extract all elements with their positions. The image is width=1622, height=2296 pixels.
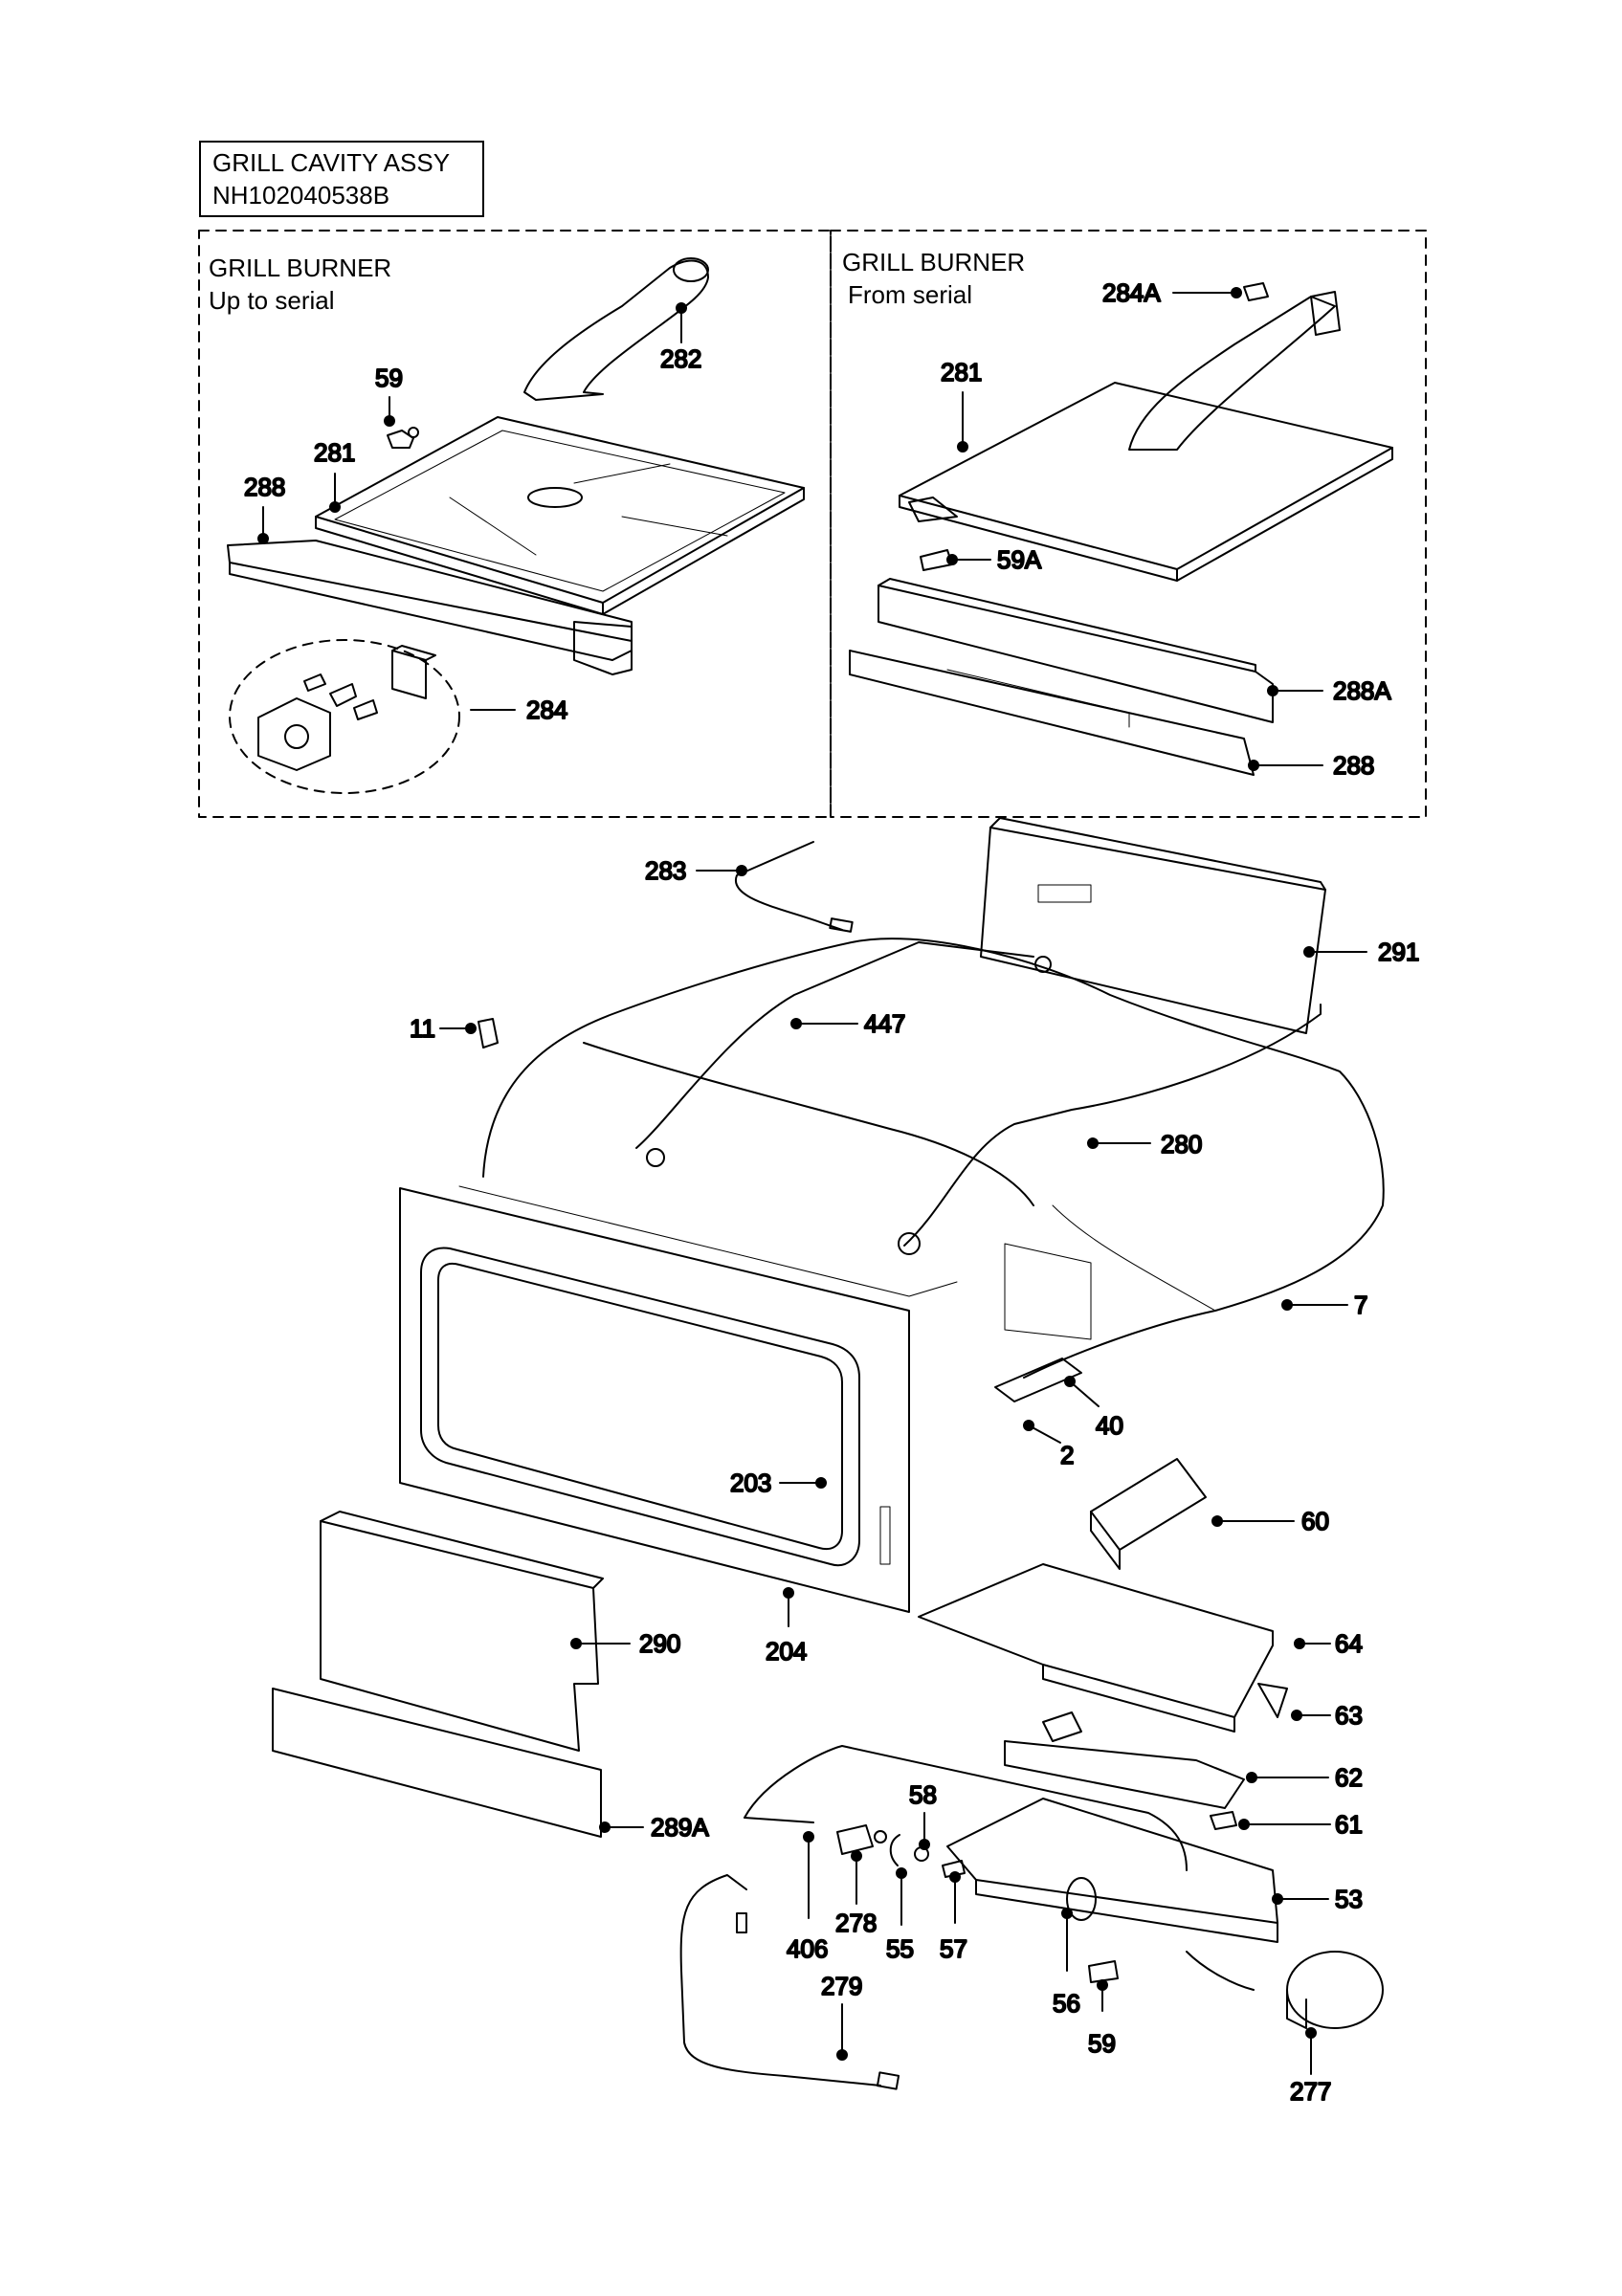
- gas-pipe-406: [744, 1745, 1188, 1871]
- callout-291: 291: [1378, 938, 1419, 966]
- right-burner-plate: [899, 291, 1393, 582]
- callout-7: 7: [1354, 1291, 1367, 1319]
- ignition-lead-279: [679, 1874, 900, 2090]
- left-panel-title: GRILL BURNER: [209, 254, 392, 282]
- left-panel-subtitle: Up to serial: [209, 286, 335, 315]
- callout-281-left: 281: [314, 438, 355, 467]
- callout-288-left: 288: [244, 473, 285, 501]
- callout-282: 282: [660, 344, 701, 373]
- right-burner-rail-a: [878, 578, 1274, 723]
- side-bracket-40: [994, 1358, 1082, 1402]
- callout-288A: 288A: [1333, 676, 1391, 705]
- variant-panels: [198, 230, 1427, 818]
- clip-63: [1257, 1683, 1288, 1718]
- callout-278: 278: [835, 1909, 877, 1937]
- bracket-59-bottom: [1088, 1960, 1119, 1983]
- callout-283: 283: [645, 856, 686, 885]
- callout-55: 55: [886, 1934, 914, 1963]
- burner-base-62: [1004, 1711, 1245, 1809]
- callout-59-top: 59: [375, 364, 403, 392]
- assembly-code: NH102040538B: [212, 181, 390, 210]
- front-panel-289A: [272, 1688, 602, 1838]
- callout-406: 406: [787, 1934, 828, 1963]
- front-pipe-280: [898, 1004, 1322, 1255]
- right-variant-box: [830, 230, 1427, 818]
- left-burner-rail: [227, 540, 633, 675]
- left-igniter-bracket: [387, 427, 419, 449]
- left-igniter-detail: [229, 639, 460, 794]
- left-burner-plate: [315, 416, 805, 615]
- clip-11: [478, 1018, 499, 1049]
- callout-281-right: 281: [941, 358, 982, 386]
- callout-40: 40: [1096, 1411, 1123, 1440]
- cavity-rear-panel: [980, 817, 1326, 1034]
- callout-290: 290: [639, 1629, 680, 1658]
- callout-56: 56: [1053, 1989, 1080, 2018]
- cavity-front-frame: [399, 1185, 958, 1613]
- screw-57: [942, 1860, 966, 1878]
- callout-277: 277: [1290, 2077, 1331, 2106]
- front-panel-290: [320, 1511, 604, 1752]
- callout-289A: 289A: [651, 1813, 709, 1842]
- callout-60: 60: [1301, 1507, 1329, 1535]
- callout-280: 280: [1161, 1130, 1202, 1159]
- assembly-title: GRILL CAVITY ASSY: [212, 148, 451, 177]
- callout-11: 11: [410, 1014, 435, 1043]
- callout-58: 58: [909, 1780, 937, 1809]
- right-panel-heading: GRILL BURNER From serial: [842, 246, 1025, 311]
- callout-447: 447: [864, 1009, 905, 1038]
- left-burner-tube: [523, 257, 709, 401]
- callout-284A: 284A: [1102, 278, 1161, 307]
- left-panel-heading: GRILL BURNER Up to serial: [209, 252, 391, 317]
- clip-61: [1210, 1811, 1237, 1830]
- callout-63: 63: [1335, 1701, 1363, 1730]
- burner-tray-64: [918, 1563, 1274, 1733]
- burner-box-53: [946, 1798, 1278, 1943]
- callout-2: 2: [1060, 1441, 1074, 1469]
- shield-60: [1090, 1458, 1207, 1570]
- callout-203: 203: [730, 1468, 771, 1497]
- callout-62: 62: [1335, 1763, 1363, 1792]
- right-top-pin: [1243, 282, 1269, 301]
- fan-motor-277: [1186, 1951, 1384, 2029]
- callout-59-bottom: 59: [1088, 2029, 1116, 2058]
- right-panel-title: GRILL BURNER: [842, 248, 1026, 276]
- callout-204: 204: [766, 1637, 807, 1666]
- title-box: GRILL CAVITY ASSY NH102040538B: [199, 141, 484, 217]
- callout-288-right: 288: [1333, 751, 1374, 780]
- cavity-body: [482, 938, 1385, 1379]
- thermocouple-lead-283: [734, 841, 854, 933]
- circlip-55: [889, 1834, 900, 1866]
- callout-53: 53: [1335, 1885, 1363, 1913]
- rear-pipe-447: [635, 941, 1052, 1167]
- callout-61: 61: [1335, 1810, 1363, 1839]
- callout-64: 64: [1335, 1629, 1363, 1658]
- right-burner-rail-b: [849, 650, 1255, 776]
- right-panel-subtitle: From serial: [848, 280, 973, 309]
- callout-284: 284: [526, 695, 567, 724]
- callout-57: 57: [940, 1934, 967, 1963]
- callout-279: 279: [821, 1972, 862, 2000]
- callouts: 282 59 281 288 284 284A 281 59A 288A 288…: [243, 277, 1420, 2107]
- injector-278: [836, 1824, 887, 1855]
- callout-59A: 59A: [997, 545, 1042, 574]
- left-variant-box: [198, 230, 832, 818]
